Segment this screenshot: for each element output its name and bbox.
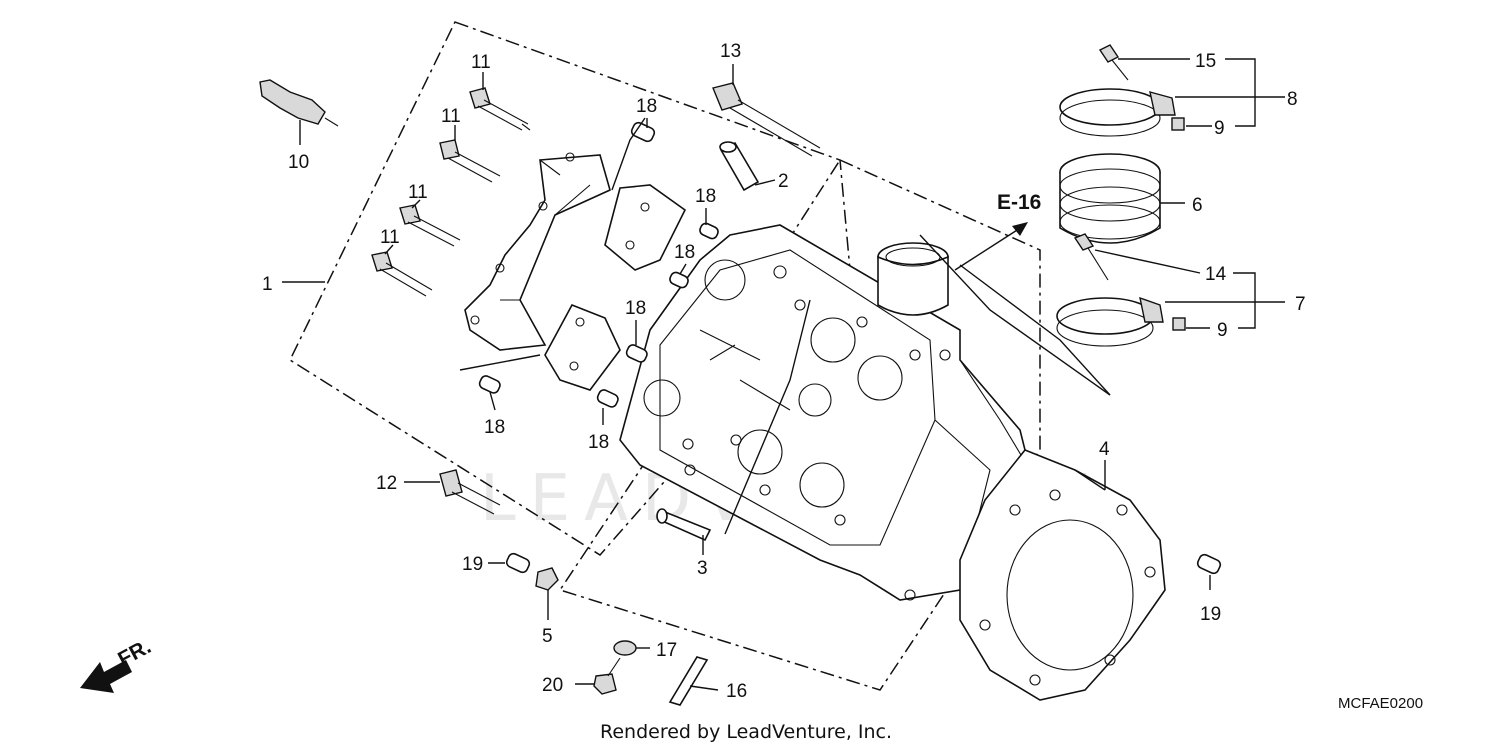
cylinder-head [619, 224, 1031, 601]
camshaft-holder-small-1 [604, 184, 687, 271]
callout-19-left: 19 [462, 554, 483, 575]
callout-9-upper: 9 [1214, 118, 1225, 139]
nut-5 [535, 567, 559, 591]
dowel-pin-2 [719, 141, 760, 192]
dowel-pin-3 [656, 508, 712, 542]
bolt-11-d [371, 251, 433, 297]
callout-17: 17 [656, 640, 677, 661]
callout-18-c: 18 [674, 242, 695, 263]
callout-13: 13 [720, 41, 741, 62]
callout-18-e: 18 [588, 432, 609, 453]
insulator-6 [1059, 153, 1161, 244]
callout-9-lower: 9 [1217, 320, 1228, 341]
pin-19-a [505, 552, 531, 574]
front-arrow [80, 660, 132, 693]
leader-lines [282, 58, 1285, 691]
washer-17 [613, 640, 637, 656]
pin-18-c [669, 271, 689, 289]
pin-18-a [630, 121, 656, 143]
camshaft-holder-small-2 [544, 303, 621, 391]
callout-14: 14 [1205, 264, 1227, 285]
callout-18-b: 18 [695, 186, 716, 207]
e16-arrow-line [954, 224, 1026, 271]
callout-3: 3 [697, 558, 708, 579]
bolt-13 [712, 82, 821, 157]
pin-19-b [1196, 553, 1222, 575]
clamp-7 [1056, 233, 1186, 347]
pin-18-e [596, 389, 619, 408]
callout-1: 1 [262, 274, 273, 295]
callout-2: 2 [778, 171, 789, 192]
callout-15: 15 [1195, 51, 1216, 72]
callout-11-b: 11 [441, 106, 461, 127]
bolt-11-a [469, 87, 531, 131]
callout-19-right: 19 [1200, 604, 1221, 625]
head-gasket [959, 449, 1166, 701]
bolt-11-c [399, 204, 461, 247]
camshaft-holder-large [464, 152, 611, 351]
bolt-12 [439, 469, 501, 515]
callout-11-c: 11 [408, 182, 428, 203]
callout-4: 4 [1099, 439, 1110, 460]
reference-label: E-16 [997, 191, 1041, 214]
callout-16: 16 [726, 681, 747, 702]
callout-18-d: 18 [625, 298, 646, 319]
callout-18-a: 18 [636, 96, 657, 117]
callout-18-f: 18 [484, 417, 505, 438]
stud-16 [668, 656, 709, 706]
callout-10: 10 [288, 152, 309, 173]
bolt-11-b [439, 139, 501, 183]
clamp-8 [1059, 44, 1185, 137]
drawing-code: MCFAE0200 [1338, 695, 1423, 712]
pin-18-b [699, 222, 719, 240]
callout-11-a: 11 [471, 52, 491, 73]
callout-12: 12 [376, 473, 397, 494]
head-group-outline [558, 159, 1041, 691]
callout-7: 7 [1295, 294, 1306, 315]
callout-6: 6 [1192, 195, 1203, 216]
callout-11-d: 11 [380, 227, 400, 248]
e16-arrow-head [1012, 222, 1028, 236]
pin-18-f [478, 375, 501, 394]
credit-text: Rendered by LeadVenture, Inc. [600, 721, 892, 743]
callout-5: 5 [542, 626, 553, 647]
spark-plug [259, 79, 339, 127]
callout-8: 8 [1287, 89, 1298, 110]
bolt-20 [593, 657, 621, 695]
pin-18-d [625, 344, 648, 363]
callout-20: 20 [542, 675, 563, 696]
